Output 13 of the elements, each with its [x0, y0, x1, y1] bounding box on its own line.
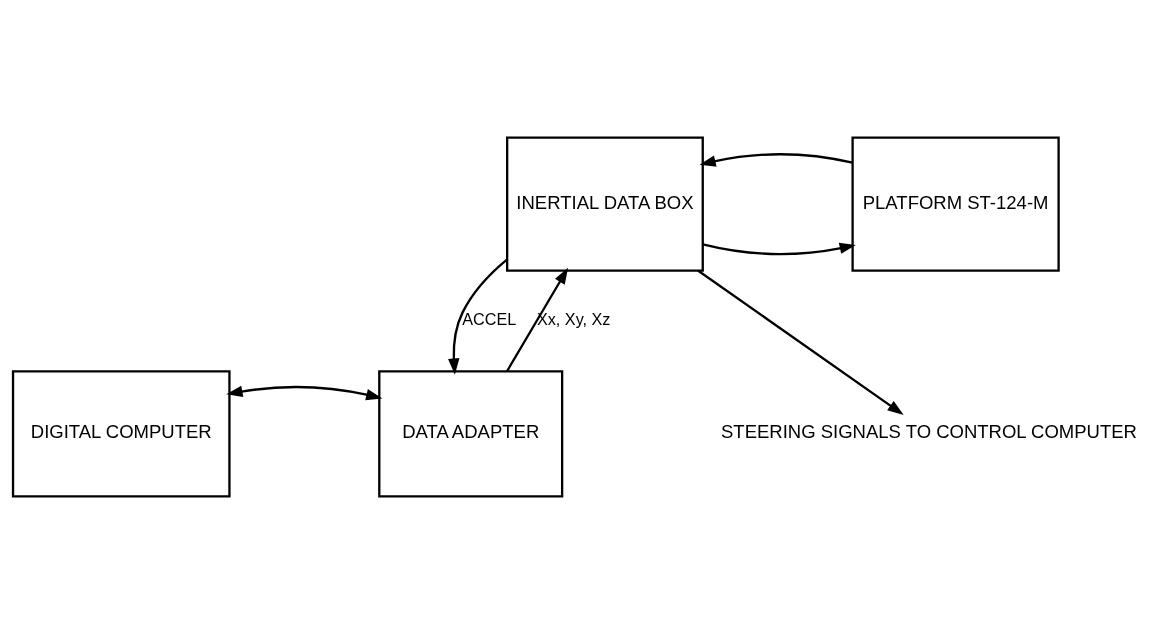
- arrow: [697, 269, 904, 415]
- node-box: DATA ADAPTER: [378, 369, 564, 498]
- arrow: [506, 267, 569, 372]
- edge-label: ACCEL: [462, 309, 517, 328]
- arrow: [226, 385, 383, 400]
- node-box: PLATFORM ST-124-M: [851, 135, 1060, 272]
- arrow: [448, 258, 508, 375]
- arrow: [702, 242, 856, 255]
- arrow: [699, 152, 853, 167]
- node-text: STEERING SIGNALS TO CONTROL COMPUTER: [720, 420, 1137, 442]
- node-box: DIGITAL COMPUTER: [11, 369, 231, 498]
- edge-label: Xx, Xy, Xz: [536, 309, 611, 328]
- node-box: INERTIAL DATA BOX: [506, 135, 704, 272]
